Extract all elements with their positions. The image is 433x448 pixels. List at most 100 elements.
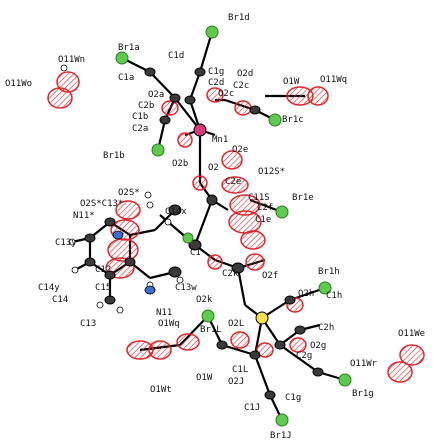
atom-o2c [234, 100, 252, 116]
label-o11we: O11We [398, 329, 425, 339]
label-br1b: Br1b [103, 151, 125, 161]
atom-o1w-low [176, 333, 200, 351]
atom-br1g [338, 373, 352, 387]
label-o2a: O2a [148, 90, 164, 100]
atom-c2e-ring [221, 176, 249, 194]
label-c2b: C2b [138, 101, 154, 111]
label-c2h: C2h [318, 323, 334, 333]
atom-o11wr [387, 361, 413, 383]
label-o2d: O2d [237, 69, 253, 79]
atom-o2g [289, 337, 307, 353]
atom-o2f [245, 253, 265, 271]
atom-br1d [205, 25, 219, 39]
label-c1d: C1d [168, 51, 184, 61]
atom-mn1-lower [255, 311, 269, 325]
atom-o2 [192, 175, 208, 191]
label-c11s: C11S [248, 193, 270, 203]
label-c13w: C13w [175, 283, 197, 293]
atom-o2k [207, 254, 223, 270]
atom-mn1 [193, 123, 207, 137]
label-c12: C12 [95, 265, 111, 275]
manganese-atoms [193, 123, 207, 137]
label-c1g: C1g [208, 67, 224, 77]
hydrogen-atoms [60, 64, 184, 314]
atom-br1h [318, 281, 332, 295]
label-c1h: C1h [326, 291, 342, 301]
label-c13x: O2S*C13* [80, 199, 123, 209]
atom-o2j [256, 342, 274, 358]
atom-br1l [201, 309, 215, 323]
label-o12s: O12S* [258, 167, 285, 177]
label-c14y: C14y [38, 283, 60, 293]
label-c14x: C14x [165, 207, 187, 217]
atom-c1e [240, 230, 266, 250]
atom-br1a [115, 51, 129, 65]
label-c2a: C2a [132, 124, 148, 134]
label-c1j: C1J [244, 403, 260, 413]
label-c14: C14 [52, 295, 68, 305]
label-o2f: O2f [262, 271, 278, 281]
label-c2d: C2d [208, 78, 224, 88]
label-br1h: Br1h [318, 267, 340, 277]
label-c13: C13 [80, 319, 96, 329]
bromine-atoms [115, 25, 352, 427]
label-o1w: O1W [283, 77, 300, 87]
label-br1l: Br1L [200, 325, 222, 335]
label-n11: N11 [156, 308, 172, 318]
label-c1g2: C1g [285, 393, 301, 403]
atom-br1e [275, 205, 289, 219]
label-c2c: C2c [233, 81, 249, 91]
label-mn1: Mn1 [212, 135, 228, 145]
label-o2c: O2c [218, 89, 234, 99]
atom-o1wt-b [148, 340, 172, 360]
carbon-atoms [84, 67, 324, 400]
label-o2e: O2e [232, 145, 248, 155]
atom-br1j [275, 413, 289, 427]
label-c1b: C1b [132, 112, 148, 122]
nitrogen-atoms [112, 230, 156, 295]
label-n11x: N11* [73, 211, 95, 221]
label-c1: C1 [190, 248, 201, 258]
label-o2h: O2h [298, 289, 314, 299]
manganese-atoms-2 [255, 311, 269, 325]
label-c2e: C2e [225, 177, 241, 187]
label-br1e: Br1e [292, 193, 314, 203]
label-br1g: Br1g [352, 389, 374, 399]
atom-c13x [115, 200, 141, 220]
atom-o2e [221, 150, 243, 170]
label-o1wq: O1Wq [158, 319, 180, 329]
atom-o2d [206, 87, 224, 103]
atom-o2l [230, 331, 250, 349]
label-c1l: C1L [232, 365, 248, 375]
atom-c1-br [182, 232, 194, 244]
label-c2g: C2g [296, 351, 312, 361]
label-o2b: O2b [172, 159, 188, 169]
label-br1j: Br1J [270, 431, 292, 441]
label-br1a: Br1a [118, 43, 140, 53]
label-c1a: C1a [118, 73, 134, 83]
atom-o2b [177, 132, 193, 148]
label-br1d: Br1d [228, 13, 250, 23]
atom-o2a [161, 100, 179, 116]
atom-br1c [268, 113, 282, 127]
label-c1e: C1e [255, 215, 271, 225]
label-c13y: C13y [55, 238, 77, 248]
atom-o11we [399, 344, 425, 366]
label-o1wt: O1Wt [150, 385, 172, 395]
label-o2k: O2k [196, 295, 213, 305]
atom-br1b [151, 143, 165, 157]
label-o2: O2 [208, 163, 219, 173]
label-o2s: O2S* [118, 188, 140, 198]
label-c2f: C2f [257, 203, 273, 213]
label-c2k: C2k [222, 269, 239, 279]
label-o2l: O2L [228, 319, 244, 329]
label-o2j: O2J [228, 377, 244, 387]
atom-labels: Br1d O11Wn Br1a C1d O11Wo C1a C1g O2d O1… [5, 13, 425, 441]
label-o11wq: O11Wq [320, 75, 347, 85]
label-o11wn: O11Wn [58, 55, 85, 65]
label-br1c: Br1c [282, 115, 304, 125]
label-o11wo: O11Wo [5, 79, 32, 89]
label-o1w2: O1W [196, 373, 213, 383]
